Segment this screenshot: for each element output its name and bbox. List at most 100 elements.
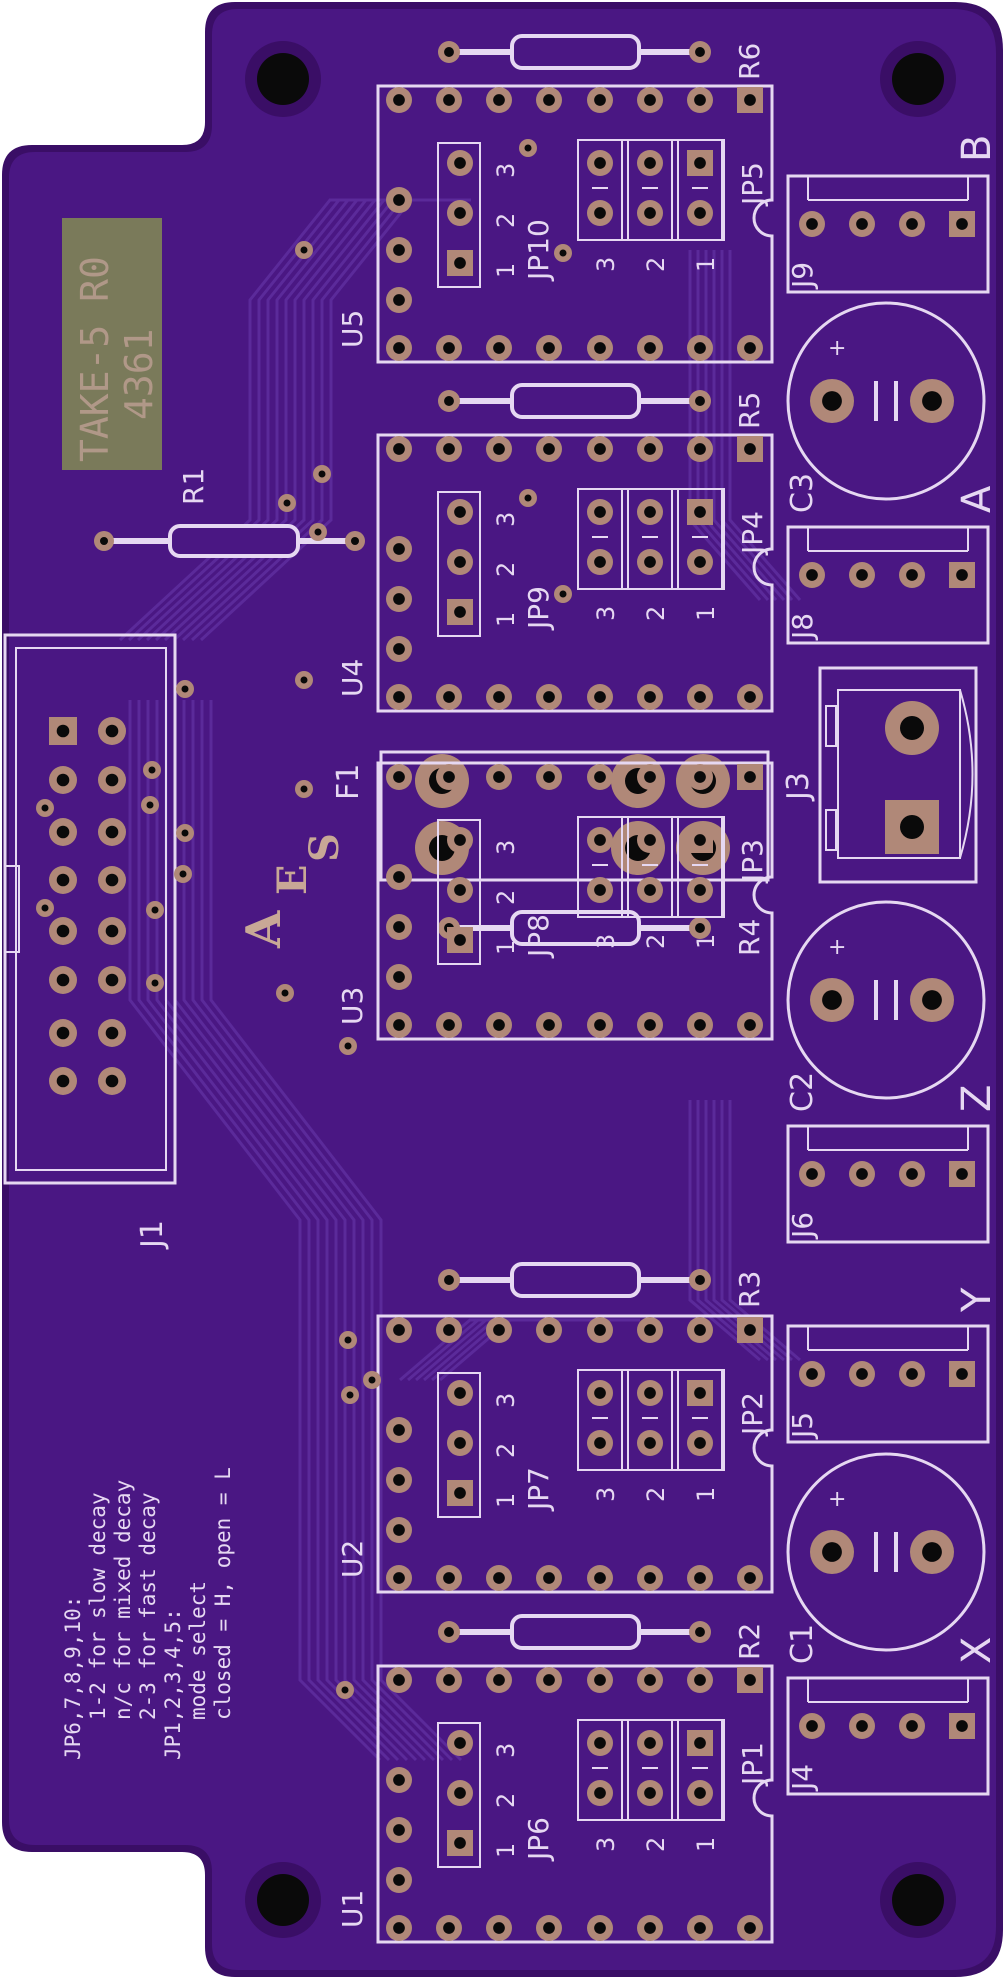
pin-1-jp7: 1: [492, 1493, 520, 1508]
note-line-4: 2-3 for fast decay: [136, 1492, 160, 1720]
ref-jp6: JP6: [522, 1817, 555, 1862]
note-line-1: JP6,7,8,9,10:: [61, 1596, 85, 1760]
pin-2-jp9: 2: [492, 562, 520, 577]
pin-3-jp2: 3: [592, 1487, 620, 1502]
pin-2-jp3: 2: [642, 934, 670, 949]
axis-label-x: X: [954, 1637, 1000, 1664]
pin-1-jp4: 1: [692, 606, 720, 621]
note-line-3: n/c for mixed decay: [111, 1480, 135, 1720]
cap-plus-c2: +: [828, 935, 846, 960]
pin-2-jp10: 2: [492, 213, 520, 228]
connector-j9: J9 B: [786, 135, 1000, 294]
ref-jp5: JP5: [736, 162, 769, 207]
board-label-line2: 4361: [117, 328, 161, 420]
connector-j6: J6 Z: [786, 1085, 1000, 1244]
connector-j5: J5 Y: [786, 1287, 1000, 1444]
capacitor-c1: + C1: [785, 1452, 986, 1664]
ref-jp1: JP1: [736, 1742, 769, 1787]
ref-jp7: JP7: [522, 1467, 555, 1512]
note-line-6: mode select: [186, 1581, 210, 1720]
mounting-holes: [245, 41, 956, 1938]
pin-1-jp5: 1: [692, 257, 720, 272]
ref-u2: U2: [336, 1540, 369, 1578]
logo: A E S: [236, 833, 348, 949]
ref-jp10: JP10: [522, 219, 555, 282]
pin-1-jp10: 1: [492, 263, 520, 278]
terminal-j3: J3: [781, 666, 978, 884]
board-surface: [9, 9, 996, 1970]
pin-1-jp8: 1: [492, 940, 520, 955]
axis-label-b: B: [954, 135, 1000, 162]
pin-2-jp2: 2: [642, 1487, 670, 1502]
ref-j8: J8: [786, 613, 819, 641]
ref-r3: R3: [733, 1271, 766, 1308]
pin-1-jp1: 1: [692, 1837, 720, 1852]
ref-jp4: JP4: [736, 511, 769, 556]
note-line-2: 1-2 for slow decay: [86, 1492, 110, 1720]
note-line-5: JP1,2,3,4,5:: [161, 1608, 185, 1760]
pin-3-jp8: 3: [492, 840, 520, 855]
pin-1-jp3: 1: [692, 934, 720, 949]
capacitor-c2: + C2: [785, 900, 986, 1112]
logo-a: A: [236, 910, 292, 949]
logo-s: S: [301, 833, 348, 862]
cap-plus-c1: +: [828, 1487, 846, 1512]
ref-j5: J5: [786, 1412, 819, 1440]
pin-3-jp3: 3: [592, 934, 620, 949]
connector-j4: J4 X: [786, 1637, 1000, 1796]
resistor-r1: R1: [94, 468, 365, 558]
ref-c2: C2: [785, 1072, 820, 1112]
capacitor-c3: + C3: [785, 301, 986, 513]
pin-1-jp2: 1: [692, 1487, 720, 1502]
ref-r5: R5: [733, 392, 766, 429]
pin-3-jp5: 3: [592, 257, 620, 272]
ref-c1: C1: [785, 1624, 820, 1664]
ref-j4: J4: [786, 1764, 819, 1792]
ref-jp3: JP3: [736, 839, 769, 884]
logo-e: E: [269, 865, 316, 896]
ref-j6: J6: [786, 1212, 819, 1240]
pin-3-jp1: 3: [592, 1837, 620, 1852]
pin-2-jp5: 2: [642, 257, 670, 272]
ref-j1: J1: [135, 1220, 170, 1250]
ref-r4: R4: [733, 919, 766, 956]
ref-r2: R2: [733, 1623, 766, 1660]
pin-2-jp8: 2: [492, 890, 520, 905]
axis-label-y: Y: [954, 1287, 1000, 1313]
board-label: TAKE-5 R0 4361: [62, 218, 162, 470]
pin-1-jp9: 1: [492, 612, 520, 627]
ref-u3: U3: [336, 987, 369, 1025]
ref-f1: F1: [331, 764, 366, 800]
vias: [36, 139, 572, 1699]
ref-r6: R6: [733, 43, 766, 80]
ref-u5: U5: [336, 310, 369, 348]
axis-label-a: A: [954, 485, 1000, 513]
ref-j3: J3: [781, 772, 816, 802]
ref-jp2: JP2: [736, 1392, 769, 1437]
cap-plus-c3: +: [828, 336, 846, 361]
pin-3-jp10: 3: [492, 163, 520, 178]
ref-c3: C3: [785, 473, 820, 513]
board-label-line1: TAKE-5 R0: [73, 256, 117, 462]
ref-jp8: JP8: [522, 914, 555, 959]
pin-3-jp9: 3: [492, 512, 520, 527]
ref-u1: U1: [336, 1890, 369, 1928]
axis-label-z: Z: [954, 1085, 1000, 1112]
ref-r1: R1: [177, 468, 210, 505]
pin-2-jp1: 2: [642, 1837, 670, 1852]
pin-2-jp7: 2: [492, 1443, 520, 1458]
pin-3-jp6: 3: [492, 1743, 520, 1758]
pin-2-jp4: 2: [642, 606, 670, 621]
pin-2-jp6: 2: [492, 1793, 520, 1808]
ref-j9: J9: [786, 262, 819, 290]
note-line-7: closed = H, open = L: [211, 1467, 235, 1720]
header-j1: J1: [3, 633, 177, 1250]
connector-j8: J8 A: [786, 485, 1000, 645]
ref-jp9: JP9: [522, 586, 555, 631]
